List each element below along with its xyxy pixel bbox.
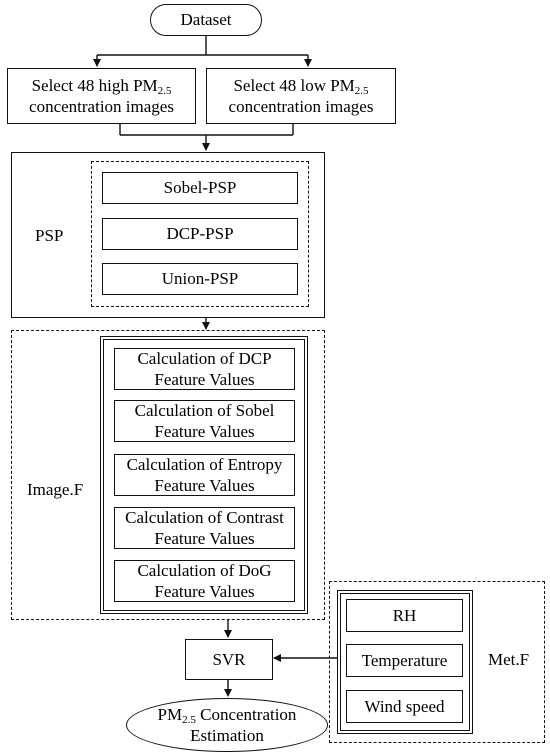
psp-item-sobel: Sobel-PSP [102, 172, 298, 204]
select-high-node: Select 48 high PM2.5 concentration image… [7, 68, 196, 124]
psp-item-dcp: DCP-PSP [102, 218, 298, 250]
calc-dcp: Calculation of DCP Feature Values [114, 348, 295, 390]
image-f-group [100, 336, 308, 614]
met-f-container [329, 581, 545, 743]
output-node: PM2.5 Concentration Estimation [126, 698, 328, 752]
calc-entropy: Calculation of Entropy Feature Values [114, 454, 295, 496]
select-high-line2: concentration images [29, 97, 174, 116]
psp-container [11, 152, 325, 318]
met-f-label: Met.F [488, 650, 530, 669]
psp-item-union: Union-PSP [102, 263, 298, 295]
psp-group [91, 161, 309, 307]
select-low-line2: concentration images [228, 97, 374, 116]
met-f-group [337, 590, 473, 734]
svr-node: SVR [185, 639, 273, 680]
met-item-rh: RH [346, 599, 463, 632]
dataset-label: Dataset [180, 10, 232, 29]
image-f-container [11, 330, 325, 620]
psp-label: PSP [35, 226, 64, 245]
select-low-node: Select 48 low PM2.5 concentration images [206, 68, 396, 124]
met-item-temperature: Temperature [346, 644, 463, 677]
image-f-label: Image.F [27, 480, 84, 499]
select-low-line1: Select 48 low PM2.5 [233, 76, 369, 97]
output-line1: PM2.5 Concentration [157, 705, 297, 726]
calc-sobel: Calculation of Sobel Feature Values [114, 400, 295, 442]
met-item-wind-speed: Wind speed [346, 690, 463, 723]
output-line2: Estimation [190, 726, 264, 745]
select-high-line1: Select 48 high PM2.5 [31, 76, 172, 97]
dataset-node: Dataset [150, 4, 262, 36]
calc-contrast: Calculation of Contrast Feature Values [114, 507, 295, 549]
calc-dog: Calculation of DoG Feature Values [114, 560, 295, 602]
